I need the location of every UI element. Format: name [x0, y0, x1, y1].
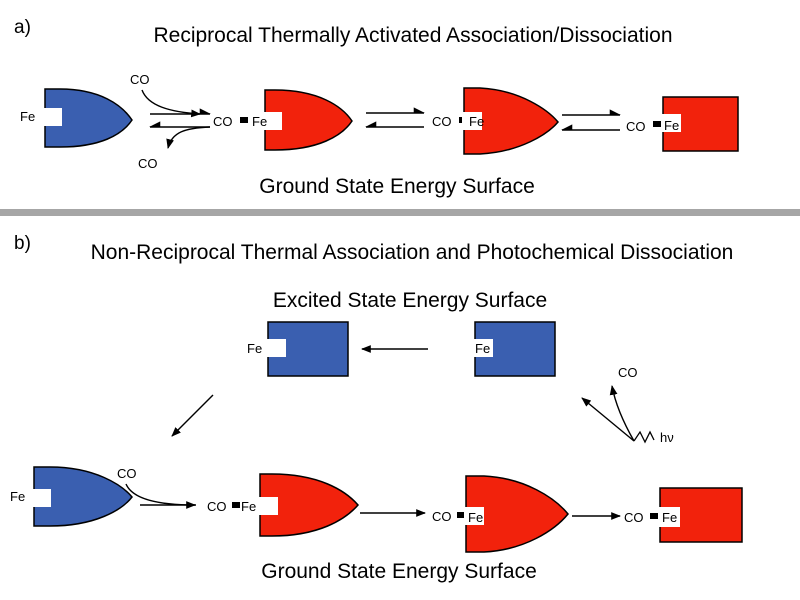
- co-bound-label: CO: [207, 499, 227, 514]
- fe-site-notch: [266, 339, 286, 357]
- co-fe-bond: [232, 502, 240, 508]
- fe-site-notch: [262, 112, 282, 130]
- heme-pocket-red-dome-2: [463, 87, 559, 155]
- fe-site-notch: [658, 507, 680, 527]
- panel-a-letter: a): [14, 17, 31, 38]
- heme-pocket-red-dome-1: [264, 89, 353, 151]
- photo-excitation-arrow: [581, 397, 635, 442]
- co-dissociation-arrow: [166, 126, 211, 149]
- panel-a-surface-label: Ground State Energy Surface: [259, 175, 535, 198]
- panel-b-surface-label: Ground State Energy Surface: [261, 560, 537, 583]
- co-fe-bond: [653, 121, 661, 127]
- fe-site-notch: [31, 489, 51, 507]
- fe-site-notch: [464, 507, 484, 525]
- fe-site-notch: [462, 112, 482, 130]
- fe-label: Fe: [247, 341, 262, 356]
- co-bound-label: CO: [626, 119, 646, 134]
- co-bound-label: CO: [432, 114, 452, 129]
- panel-b-title: Non-Reciprocal Thermal Association and P…: [91, 241, 734, 264]
- heme-pocket-blue-dome: [44, 88, 133, 148]
- fe-label: Fe: [469, 114, 484, 129]
- fe-label: Fe: [252, 114, 267, 129]
- co-fe-bond: [240, 117, 248, 123]
- fe-label: Fe: [468, 510, 483, 525]
- fe-site-notch: [473, 339, 493, 357]
- co-label-in: CO: [130, 72, 150, 87]
- co-fe-bond: [457, 512, 465, 518]
- co-bound-label: CO: [624, 510, 644, 525]
- fe-label: Fe: [475, 341, 490, 356]
- heme-pocket-red-dome-2: [465, 475, 569, 553]
- fe-label: Fe: [241, 499, 256, 514]
- fe-label: Fe: [10, 489, 25, 504]
- panel-b-letter: b): [14, 233, 31, 254]
- fe-site-notch: [258, 497, 278, 515]
- fe-site-notch: [42, 108, 62, 126]
- photo-co-label: CO: [618, 365, 638, 380]
- fe-label: Fe: [20, 109, 35, 124]
- excited-state-label: Excited State Energy Surface: [273, 289, 547, 312]
- panel-divider: [0, 209, 800, 216]
- fe-label: Fe: [664, 118, 679, 133]
- heme-pocket-blue-dome: [33, 466, 133, 527]
- panel-a-title: Reciprocal Thermally Activated Associati…: [153, 24, 672, 47]
- heme-pocket-red-dome-1: [259, 473, 359, 537]
- co-fe-bond: [650, 513, 658, 519]
- fe-label: Fe: [662, 510, 677, 525]
- co-bound-label: CO: [213, 114, 233, 129]
- co-label-in: CO: [117, 466, 137, 481]
- co-association-arrow: [125, 483, 196, 509]
- co-label-out: CO: [138, 156, 158, 171]
- hv-label: hν: [660, 430, 674, 445]
- co-association-arrow: [141, 89, 201, 118]
- fe-site-notch: [661, 114, 681, 132]
- decay-arrow: [171, 394, 214, 437]
- co-bound-label: CO: [432, 509, 452, 524]
- light-wave-icon: [633, 430, 655, 444]
- photo-co-release-arrow: [609, 385, 635, 442]
